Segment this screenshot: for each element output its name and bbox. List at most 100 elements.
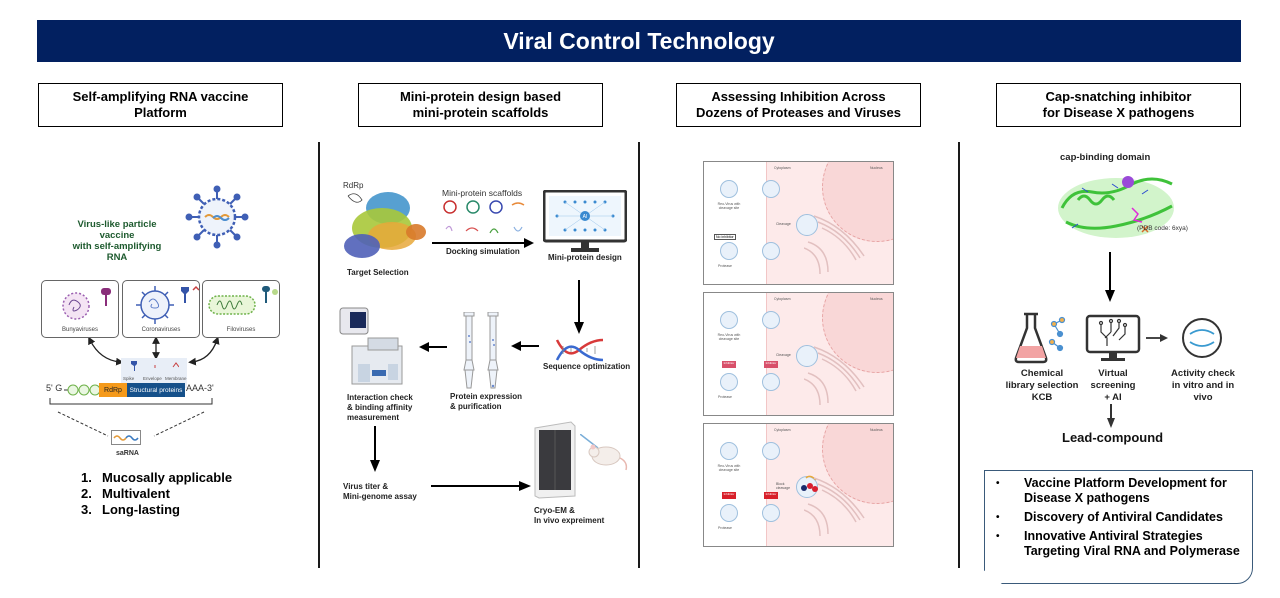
step-line: Chemical bbox=[1020, 368, 1064, 379]
inhibitor-tag: Inhibitor bbox=[764, 361, 778, 368]
scaffolds-icon bbox=[443, 200, 525, 234]
bullet-icon: • bbox=[996, 478, 1000, 489]
inhibitor-tag: Inhibitor bbox=[722, 492, 736, 499]
protease-label: Protease bbox=[718, 395, 733, 399]
design-label: Mini-protein design bbox=[548, 253, 622, 262]
purification-columns-icon bbox=[463, 312, 499, 389]
nucleus-label: Nucleus bbox=[870, 428, 883, 432]
er-golgi-icon bbox=[804, 477, 865, 537]
lab-instruments-icon bbox=[339, 307, 403, 385]
feature-item: 2.Multivalent bbox=[81, 486, 232, 502]
chemical-flask-icon bbox=[1014, 312, 1066, 364]
three-prime-label: AAA-3' bbox=[186, 383, 214, 393]
feature-number: 3. bbox=[81, 502, 92, 517]
lead-compound-label: Lead-compound bbox=[1062, 430, 1164, 445]
feature-item: 3.Long-lasting bbox=[81, 502, 232, 518]
protein-label: Membrane bbox=[165, 376, 187, 381]
substrate-cell bbox=[720, 180, 738, 198]
step-line: vivo bbox=[1193, 392, 1213, 403]
expression-line: Protein expression bbox=[450, 392, 523, 401]
feature-item: 1.Mucosally applicable bbox=[81, 470, 232, 486]
protease-panel-no-inhibitor: Cytoplasm Nucleus Reo-Virus with cleavag… bbox=[703, 161, 894, 285]
vlp-label-line: with self-amplifying RNA bbox=[72, 241, 162, 263]
sarna-label: saRNA bbox=[116, 450, 139, 457]
triphosphate-cap-icon bbox=[64, 384, 100, 396]
chemical-library-label: Chemical library selection KCB bbox=[1000, 368, 1084, 404]
protease-cell bbox=[762, 373, 780, 391]
summary-box: • Vaccine Platform Development for Diseas… bbox=[984, 470, 1253, 584]
arrow-down-to-lead bbox=[1107, 404, 1115, 428]
virus-name: Coronaviruses bbox=[141, 327, 181, 333]
protease-panel-block-cleavage: Cytoplasm Nucleus Reo-Virus with cleavag… bbox=[703, 423, 894, 547]
cryo-em-instrument-icon bbox=[534, 421, 576, 499]
arrow-right-to-cryo bbox=[431, 481, 531, 491]
substrate-label: Reo-Virus with cleavage site bbox=[717, 333, 741, 341]
coronavirus-icon bbox=[136, 286, 174, 324]
vlp-label: Virus-like particle vaccine with self-am… bbox=[62, 219, 172, 263]
step-line: screening bbox=[1090, 380, 1136, 391]
arrow-left-to-expression bbox=[511, 341, 539, 351]
step-line: + AI bbox=[1104, 392, 1122, 403]
cap-binding-domain-label: cap-binding domain bbox=[1060, 152, 1151, 163]
titer-label: Virus titer & Mini-genome assay bbox=[343, 482, 417, 502]
cryo-line: In vivo expreiment bbox=[534, 516, 605, 525]
title-line: Assessing Inhibition Across bbox=[711, 89, 886, 104]
virtual-screening-monitor-icon bbox=[1085, 314, 1141, 361]
protein-glyphs-icon bbox=[131, 361, 179, 371]
pdb-code-label: (PDB code: 6xya) bbox=[1137, 225, 1188, 232]
titer-line: Virus titer & bbox=[343, 482, 389, 491]
cytoplasm-label: Cytoplasm bbox=[774, 428, 791, 432]
titer-line: Mini-genome assay bbox=[343, 492, 417, 501]
nucleus-label: Nucleus bbox=[870, 166, 883, 170]
title-line: mini-protein scaffolds bbox=[412, 105, 549, 120]
event-label: Cleavage bbox=[776, 353, 791, 357]
protein-structure-icon bbox=[1058, 176, 1174, 238]
virus-card-bunyavirus: Bunyaviruses bbox=[41, 280, 119, 338]
docking-arrow bbox=[432, 238, 534, 248]
substrate-cell bbox=[762, 442, 780, 460]
column-divider bbox=[958, 142, 960, 568]
feature-number: 2. bbox=[81, 486, 92, 501]
step-line: Virtual bbox=[1098, 368, 1128, 379]
substrate-cell bbox=[720, 442, 738, 460]
arrow-down-to-screening bbox=[1105, 252, 1115, 302]
activity-check-label: Activity check in vitro and in vivo bbox=[1160, 368, 1246, 404]
activity-check-icon bbox=[1182, 318, 1222, 358]
cytoplasm-label: Cytoplasm bbox=[774, 166, 791, 170]
cryo-line: Cryo-EM & bbox=[534, 506, 575, 515]
sequence-optimization-label: Sequence optimization bbox=[543, 362, 631, 371]
protein-label: Spike bbox=[123, 376, 135, 381]
summary-list: • Vaccine Platform Development for Diseas… bbox=[993, 476, 1244, 559]
er-golgi-icon bbox=[804, 346, 865, 406]
summary-item: •Discovery of Antiviral Candidates bbox=[993, 510, 1244, 525]
summary-item: •Innovative Antiviral Strategies Targeti… bbox=[993, 529, 1244, 559]
sarna-strand-icon bbox=[111, 430, 141, 445]
mouse-icon bbox=[580, 434, 628, 471]
protease-cell bbox=[762, 242, 780, 260]
summary-text: Vaccine Platform Development for Disease… bbox=[1024, 476, 1227, 505]
step-line: Activity check bbox=[1171, 368, 1235, 379]
title-line: Mini-protein design based bbox=[399, 89, 562, 104]
substrate-label: Reo-Virus with cleavage site bbox=[717, 464, 741, 472]
protease-cell bbox=[720, 242, 738, 260]
arrow-left-to-interaction bbox=[419, 342, 447, 352]
structural-proteins-segment: Structural proteins bbox=[127, 383, 185, 397]
feature-number: 1. bbox=[81, 470, 92, 485]
rdrp-segment: RdRp bbox=[99, 383, 127, 397]
protease-label: Protease bbox=[718, 264, 733, 268]
inhibitor-tag: No inhibitor bbox=[714, 234, 736, 240]
title-line: Platform bbox=[134, 105, 187, 120]
event-label: Cleavage bbox=[776, 222, 791, 226]
sarna-bracket bbox=[49, 398, 213, 437]
bullet-icon: • bbox=[996, 531, 1000, 542]
step-line: library selection bbox=[1005, 380, 1079, 391]
title-line: Self-amplifying RNA vaccine bbox=[72, 89, 249, 104]
virus-name: Filoviruses bbox=[226, 327, 256, 333]
arrow-down-to-titer bbox=[370, 426, 380, 472]
ai-glyph: AI bbox=[583, 214, 588, 220]
column-divider bbox=[318, 142, 320, 568]
virus-name: Bunyaviruses bbox=[61, 327, 99, 333]
docking-label: Docking simulation bbox=[446, 247, 520, 256]
